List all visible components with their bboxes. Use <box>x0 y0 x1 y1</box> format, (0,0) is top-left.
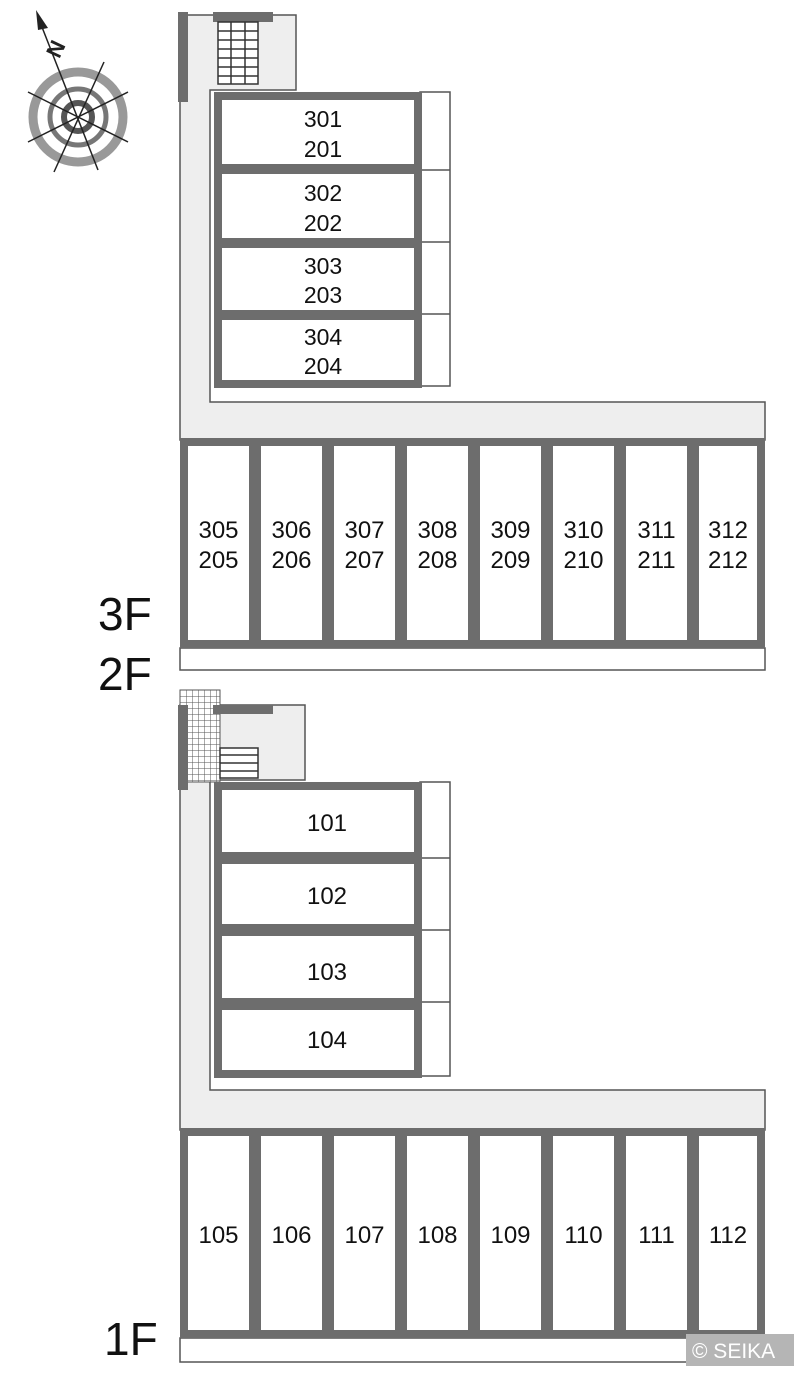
unit-label-upper: 303 <box>304 253 342 279</box>
unit-label-upper: 312 <box>708 517 748 544</box>
unit-label-lower: 201 <box>304 136 342 162</box>
upper-floor-plan: 301 201 302 202 303 203 304 204 <box>178 12 766 671</box>
unit-110: 110 <box>545 1128 622 1338</box>
unit-label: 112 <box>709 1222 747 1249</box>
unit-304-204: 304 204 <box>214 312 422 388</box>
unit-301-201: 301 201 <box>214 92 422 172</box>
unit-302-202: 302 202 <box>214 166 422 246</box>
unit-label-upper: 304 <box>304 324 343 350</box>
unit-307-207: 307 207 <box>326 438 403 648</box>
unit-label-lower: 204 <box>304 353 343 379</box>
unit-label: 108 <box>417 1222 457 1249</box>
unit-109: 109 <box>472 1128 549 1338</box>
unit-label-upper: 307 <box>344 517 384 544</box>
unit-label: 111 <box>638 1222 674 1249</box>
unit-105: 105 <box>180 1128 257 1338</box>
upper-staircase <box>178 12 273 102</box>
unit-label-lower: 210 <box>563 547 603 574</box>
unit-label-lower: 202 <box>304 210 342 236</box>
unit-308-208: 308 208 <box>399 438 476 648</box>
unit-label-lower: 209 <box>490 547 530 574</box>
unit-label-lower: 208 <box>417 547 457 574</box>
unit-label-upper: 302 <box>304 180 342 206</box>
unit-label-lower: 206 <box>271 547 311 574</box>
unit-label: 103 <box>307 959 347 986</box>
unit-310-210: 310 210 <box>545 438 622 648</box>
unit-306-206: 306 206 <box>253 438 330 648</box>
unit-303-203: 303 203 <box>214 240 422 318</box>
credit-badge <box>686 1334 794 1366</box>
unit-label-lower: 205 <box>198 547 238 574</box>
unit-103: 103 <box>214 928 422 1006</box>
unit-label: 105 <box>198 1222 238 1249</box>
unit-label-lower: 203 <box>304 282 342 308</box>
unit-label-upper: 305 <box>198 517 238 544</box>
unit-108: 108 <box>399 1128 476 1338</box>
unit-label-lower: 212 <box>708 547 748 574</box>
unit-label-upper: 306 <box>271 517 311 544</box>
compass-north-label: N <box>41 37 70 62</box>
unit-label-upper: 301 <box>304 106 342 132</box>
credit-text: © SEIKA <box>692 1340 775 1363</box>
ground-floor-plan: 101 102 103 104 105 106 <box>178 689 766 1363</box>
floor-label-1f: 1F <box>104 1313 158 1365</box>
unit-label: 101 <box>307 810 347 837</box>
unit-305-205: 305 205 <box>180 438 257 648</box>
unit-102: 102 <box>214 856 422 932</box>
unit-label: 102 <box>307 883 347 910</box>
ground-north-wing: 101 102 103 104 <box>214 782 422 1078</box>
compass-rose-icon <box>27 10 129 173</box>
upper-south-wing: 305 205 306 206 307 207 308 208 309 <box>180 438 765 648</box>
unit-107: 107 <box>326 1128 403 1338</box>
unit-label: 109 <box>490 1222 530 1249</box>
unit-label-upper: 311 <box>637 517 675 544</box>
unit-101: 101 <box>214 782 422 860</box>
floor-label-3f: 3F <box>98 588 152 640</box>
unit-111: 111 <box>618 1128 695 1338</box>
unit-106: 106 <box>253 1128 330 1338</box>
unit-label: 106 <box>271 1222 311 1249</box>
unit-309-209: 309 209 <box>472 438 549 648</box>
unit-label-upper: 309 <box>490 517 530 544</box>
unit-104: 104 <box>214 1002 422 1078</box>
floor-label-2f: 2F <box>98 648 152 700</box>
unit-label-lower: 211 <box>637 547 675 574</box>
unit-label-lower: 207 <box>344 547 384 574</box>
ground-south-wing: 105 106 107 108 109 110 <box>180 1128 765 1338</box>
unit-112: 112 <box>691 1128 765 1338</box>
unit-label-upper: 310 <box>563 517 603 544</box>
unit-label: 104 <box>307 1027 347 1054</box>
unit-label-upper: 308 <box>417 517 457 544</box>
unit-312-212: 312 212 <box>691 438 765 648</box>
unit-311-211: 311 211 <box>618 438 695 648</box>
upper-north-wing: 301 201 302 202 303 203 304 204 <box>214 92 422 388</box>
ground-staircase <box>178 705 273 790</box>
unit-label: 110 <box>564 1222 602 1249</box>
unit-label: 107 <box>344 1222 384 1249</box>
